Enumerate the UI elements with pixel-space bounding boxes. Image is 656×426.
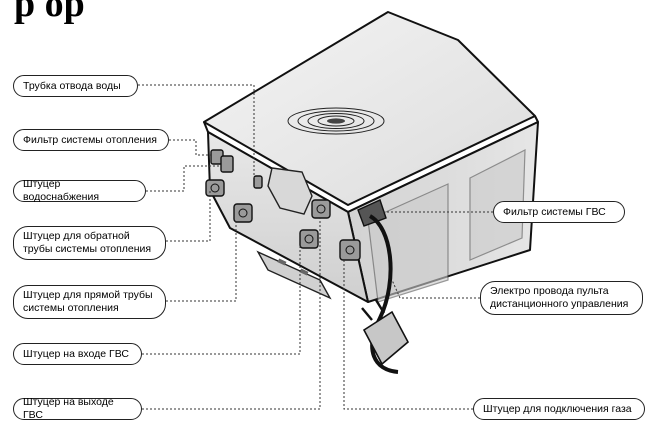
callout-heating-return-fitting: Штуцер для обратной трубы системы отопле… [13, 226, 166, 260]
callout-dhw-filter: Фильтр системы ГВС [493, 201, 625, 223]
callout-remote-control-wires: Электро провода пульта дистанционного уп… [480, 281, 643, 315]
page-title: р ор [14, 0, 85, 25]
callout-water-supply-fitting: Штуцер водоснабжения [13, 178, 146, 203]
callout-dhw-inlet-fitting: Штуцер на входе ГВС [13, 343, 142, 365]
callout-heating-supply-fitting: Штуцер для прямой трубы системы отоплени… [13, 285, 166, 319]
callout-heating-filter: Фильтр системы отопления [13, 129, 169, 151]
plug [362, 310, 410, 366]
boiler-top-face [203, 11, 536, 206]
callout-dhw-outlet-fitting: Штуцер на выходе ГВС [13, 396, 142, 421]
callout-gas-connection-fitting: Штуцер для подключения газа [473, 398, 645, 420]
remote-control-cable [368, 214, 399, 374]
callout-drain-pipe: Трубка отвода воды [13, 75, 138, 97]
